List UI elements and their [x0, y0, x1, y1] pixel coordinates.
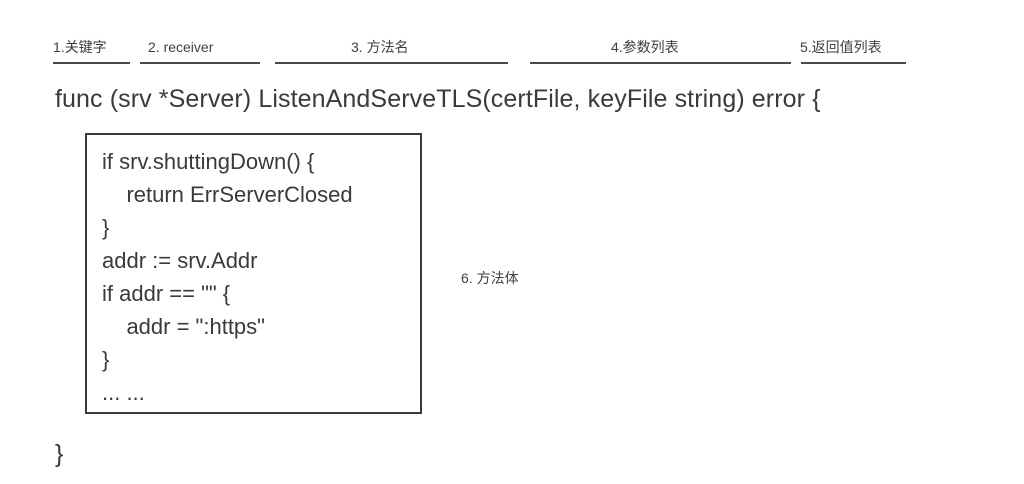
annotation-label: 3. 方法名 [351, 39, 409, 55]
function-signature: func (srv *Server) ListenAndServeTLS(cer… [55, 85, 821, 113]
code-line: } [102, 347, 110, 372]
code-line: ... ... [102, 380, 145, 405]
annotation-label: 4.参数列表 [611, 39, 679, 55]
annotation-label: 1.关键字 [53, 39, 107, 55]
code-line: } [102, 215, 110, 240]
closing-brace: } [55, 440, 64, 468]
annotation-rule [53, 62, 130, 64]
annotation-rule [275, 62, 508, 64]
code-line: if srv.shuttingDown() { [102, 149, 315, 174]
annotation-rule [801, 62, 906, 64]
code-line: addr := srv.Addr [102, 248, 258, 273]
code-line: addr = ":https" [102, 314, 265, 339]
annotation-rule [140, 62, 260, 64]
annotation-label-method-body: 6. 方法体 [461, 270, 519, 286]
annotation-label: 5.返回值列表 [800, 39, 882, 55]
code-block: if srv.shuttingDown() { return ErrServer… [102, 145, 353, 409]
method-body-box: if srv.shuttingDown() { return ErrServer… [85, 133, 422, 414]
code-line: return ErrServerClosed [102, 182, 353, 207]
code-line: if addr == "" { [102, 281, 231, 306]
annotation-label: 2. receiver [148, 39, 214, 55]
annotation-rule [530, 62, 791, 64]
